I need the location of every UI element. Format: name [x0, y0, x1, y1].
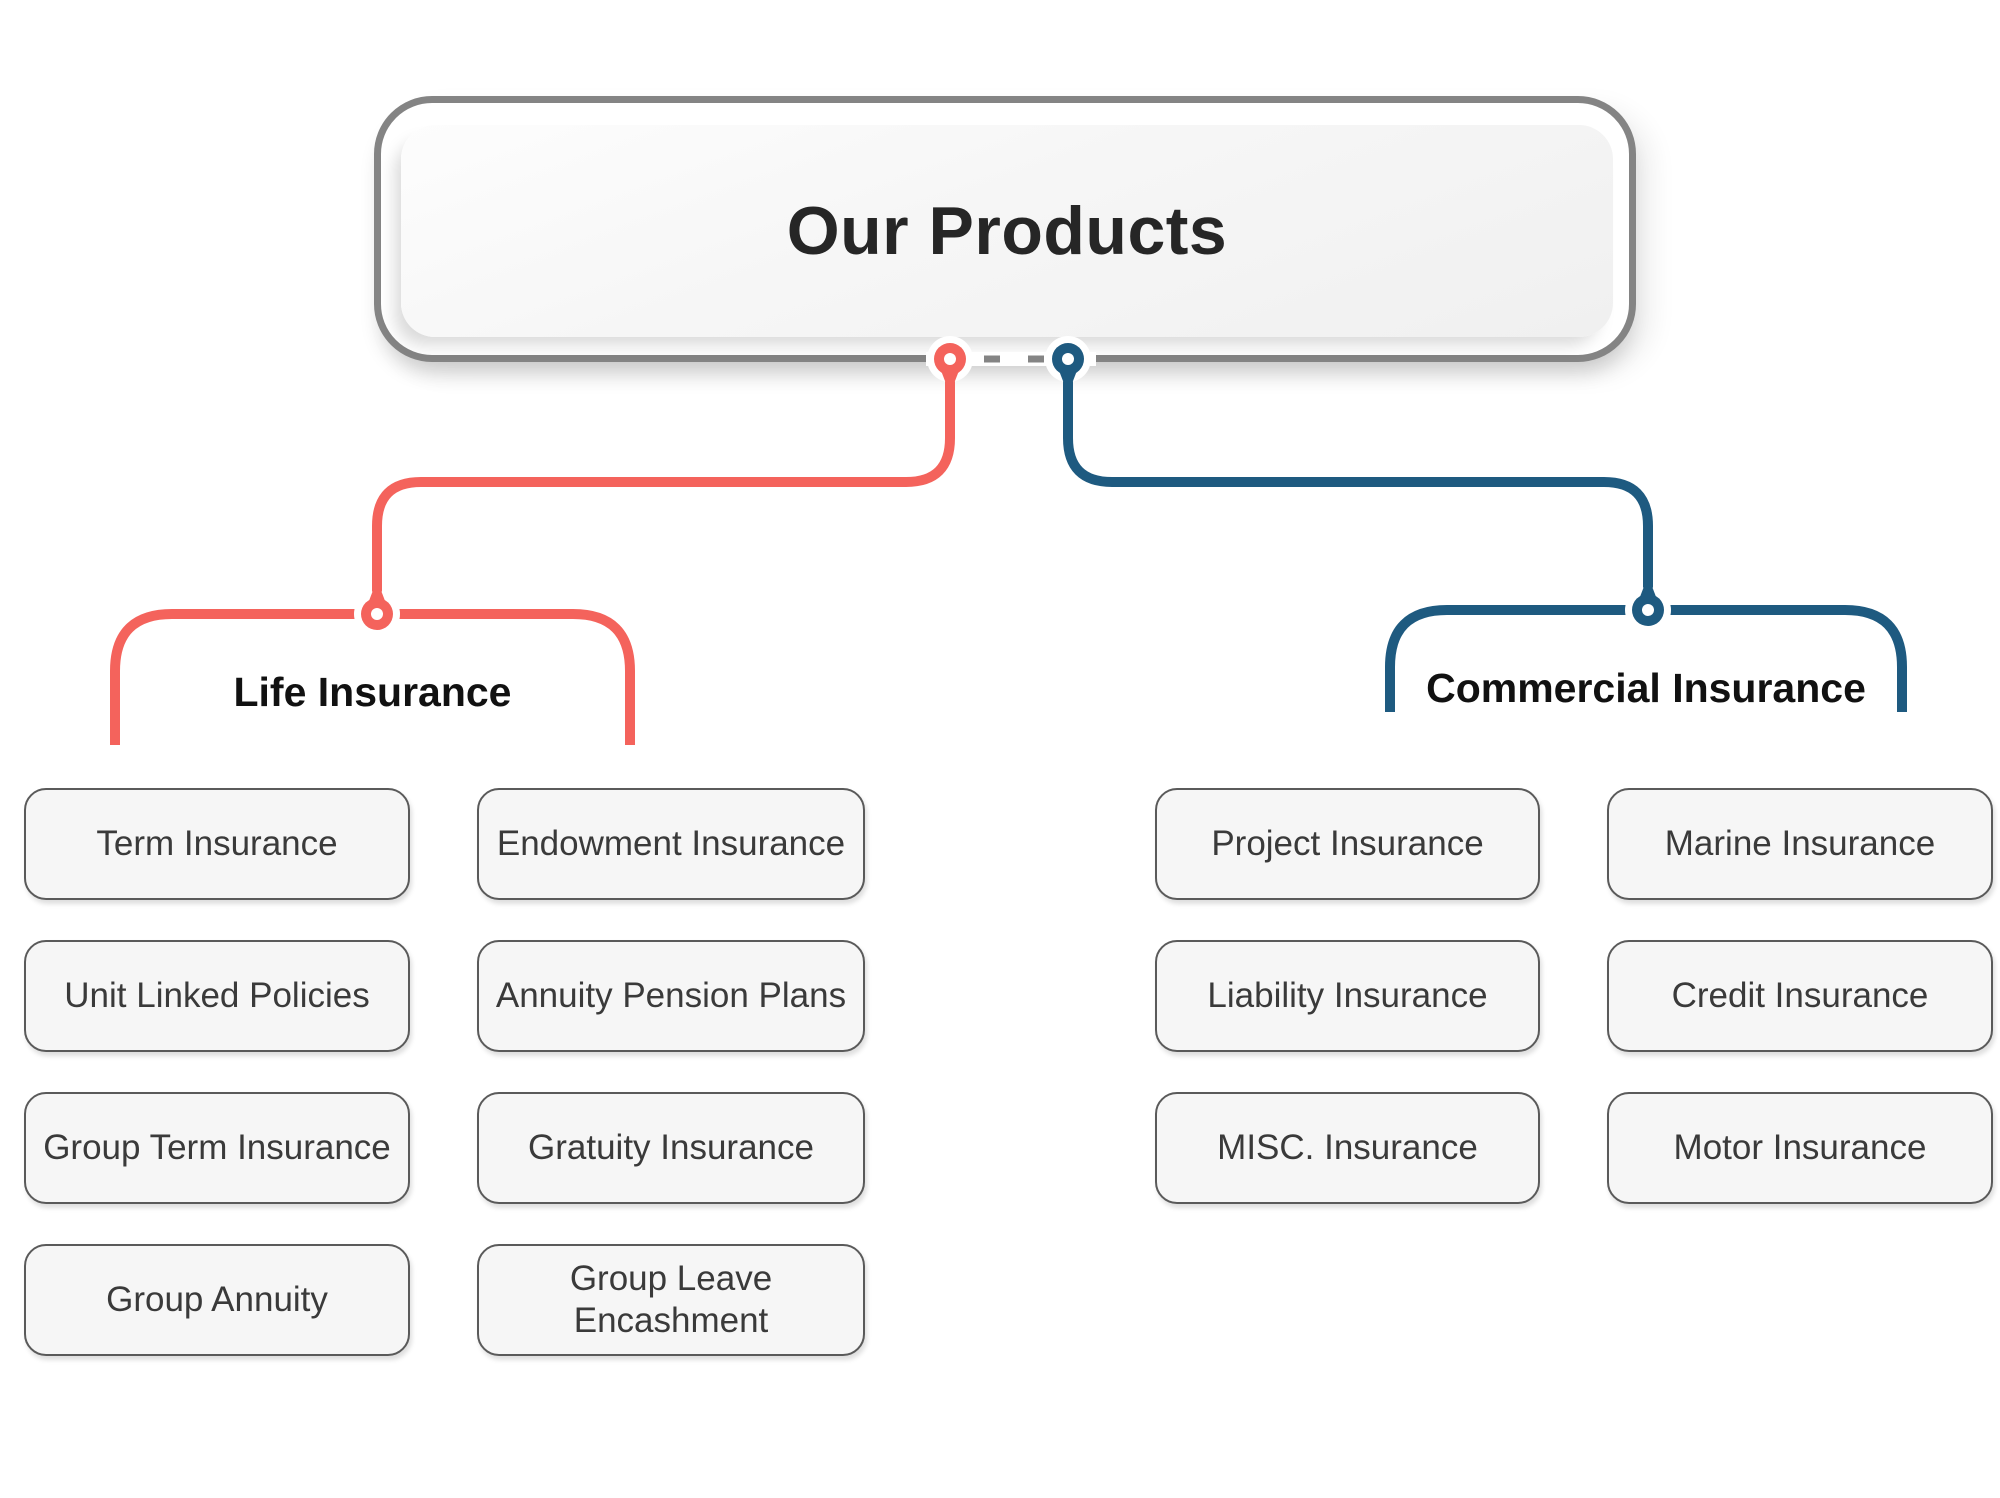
node-annuity-pension-plans: Annuity Pension Plans — [477, 940, 865, 1052]
commercial-branch-connector — [1045, 336, 1907, 712]
node-endowment-insurance: Endowment Insurance — [477, 788, 865, 900]
node-unit-linked-policies: Unit Linked Policies — [24, 940, 410, 1052]
node-project-insurance: Project Insurance — [1155, 788, 1540, 900]
life-start-pin-tail — [940, 368, 960, 394]
life-end-pin — [361, 598, 393, 630]
commercial-end-pin-tail — [1638, 576, 1658, 602]
node-marine-insurance: Marine Insurance — [1607, 788, 1993, 900]
branch-title-life: Life Insurance — [233, 668, 512, 715]
node-motor-insurance: Motor Insurance — [1607, 1092, 1993, 1204]
commercial-start-pin-tail — [1058, 368, 1078, 394]
commercial-end-pin-hole — [1642, 604, 1654, 616]
life-end-pin-hole — [371, 608, 383, 620]
commercial-end-pin-ring — [1625, 587, 1671, 633]
page-title: Our Products — [786, 193, 1228, 269]
our-products-frame: Our Products — [374, 96, 1636, 362]
node-liability-insurance: Liability Insurance — [1155, 940, 1540, 1052]
node-gratuity-insurance: Gratuity Insurance — [477, 1092, 865, 1204]
life-end-pin-ring — [354, 591, 400, 637]
node-group-term-insurance: Group Term Insurance — [24, 1092, 410, 1204]
commercial-end-pin — [1632, 594, 1664, 626]
life-end-pin-tail — [367, 580, 387, 606]
life-connector-line — [372, 374, 955, 598]
node-term-insurance: Term Insurance — [24, 788, 410, 900]
our-products-panel: Our Products — [401, 125, 1613, 337]
node-credit-insurance: Credit Insurance — [1607, 940, 1993, 1052]
node-misc-insurance: MISC. Insurance — [1155, 1092, 1540, 1204]
branch-title-commercial: Commercial Insurance — [1426, 664, 1866, 711]
commercial-connector-line — [1063, 374, 1653, 594]
node-group-annuity: Group Annuity — [24, 1244, 410, 1356]
node-group-leave-encashment: Group Leave Encashment — [477, 1244, 865, 1356]
